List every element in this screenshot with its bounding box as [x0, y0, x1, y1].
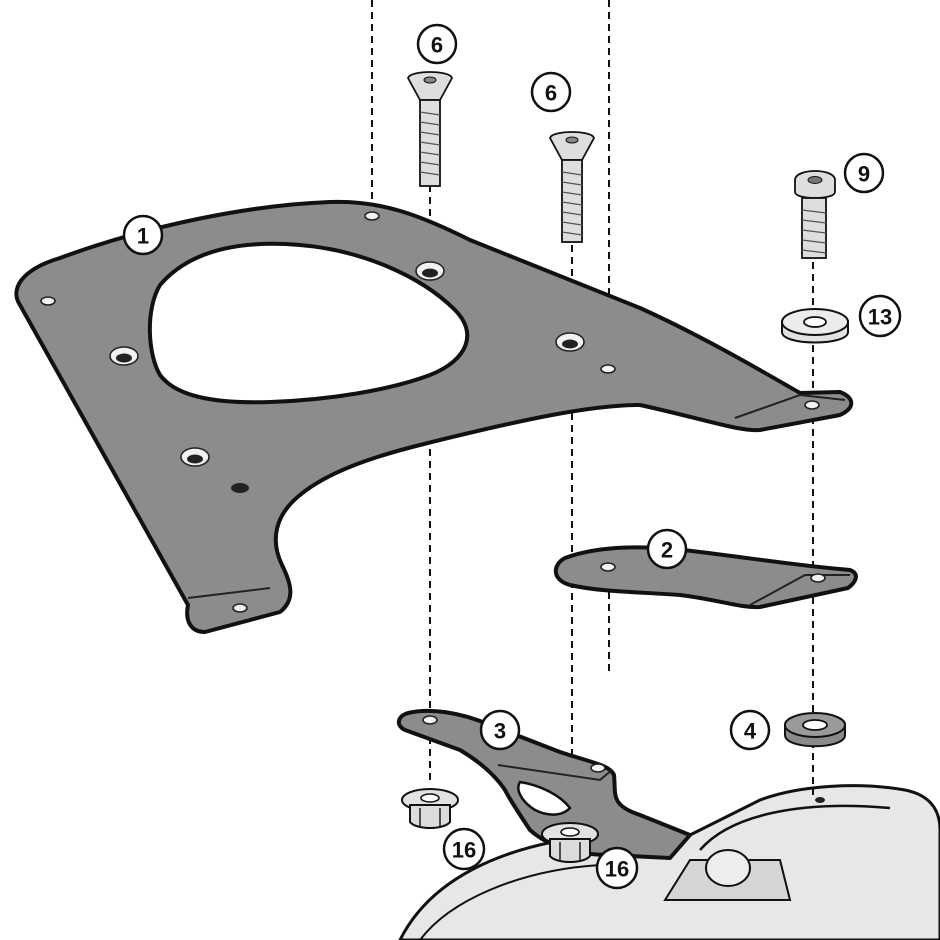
countersunk-bolt-right [549, 131, 595, 243]
flange-nut-right [541, 822, 599, 863]
callout-label: 6 [431, 33, 443, 58]
callout-label: 6 [545, 81, 557, 106]
callout-part-16b: 16 [595, 846, 639, 890]
flat-washer-large [781, 308, 849, 344]
bolt-thread-lines [561, 171, 583, 236]
callout-part-3: 3 [479, 709, 521, 751]
bolt-thread-lines [801, 209, 827, 254]
callout-label: 2 [661, 538, 673, 563]
motorcycle-rear-rack [398, 784, 940, 940]
callout-label: 16 [605, 857, 629, 882]
callout-part-4: 4 [729, 709, 771, 751]
flat-washer-small [784, 712, 846, 748]
callout-part-6a: 6 [416, 23, 458, 65]
main-plate [14, 199, 854, 634]
callout-label: 16 [452, 838, 476, 863]
callout-part-9: 9 [843, 152, 885, 194]
callout-part-1: 1 [122, 214, 164, 256]
socket-head-bolt [794, 170, 836, 259]
callout-label: 13 [868, 305, 892, 330]
bolt-thread-lines [419, 111, 441, 176]
callout-label: 9 [858, 162, 870, 187]
callout-part-16a: 16 [442, 827, 486, 871]
small-bracket [553, 545, 858, 610]
callout-part-2: 2 [646, 528, 688, 570]
callout-label: 4 [744, 719, 757, 744]
callout-label: 3 [494, 719, 506, 744]
countersunk-bolt-left [407, 71, 453, 187]
callout-part-6b: 6 [530, 71, 572, 113]
callout-part-13: 13 [858, 294, 902, 338]
flange-nut-left [401, 788, 459, 829]
callout-label: 1 [137, 224, 149, 249]
